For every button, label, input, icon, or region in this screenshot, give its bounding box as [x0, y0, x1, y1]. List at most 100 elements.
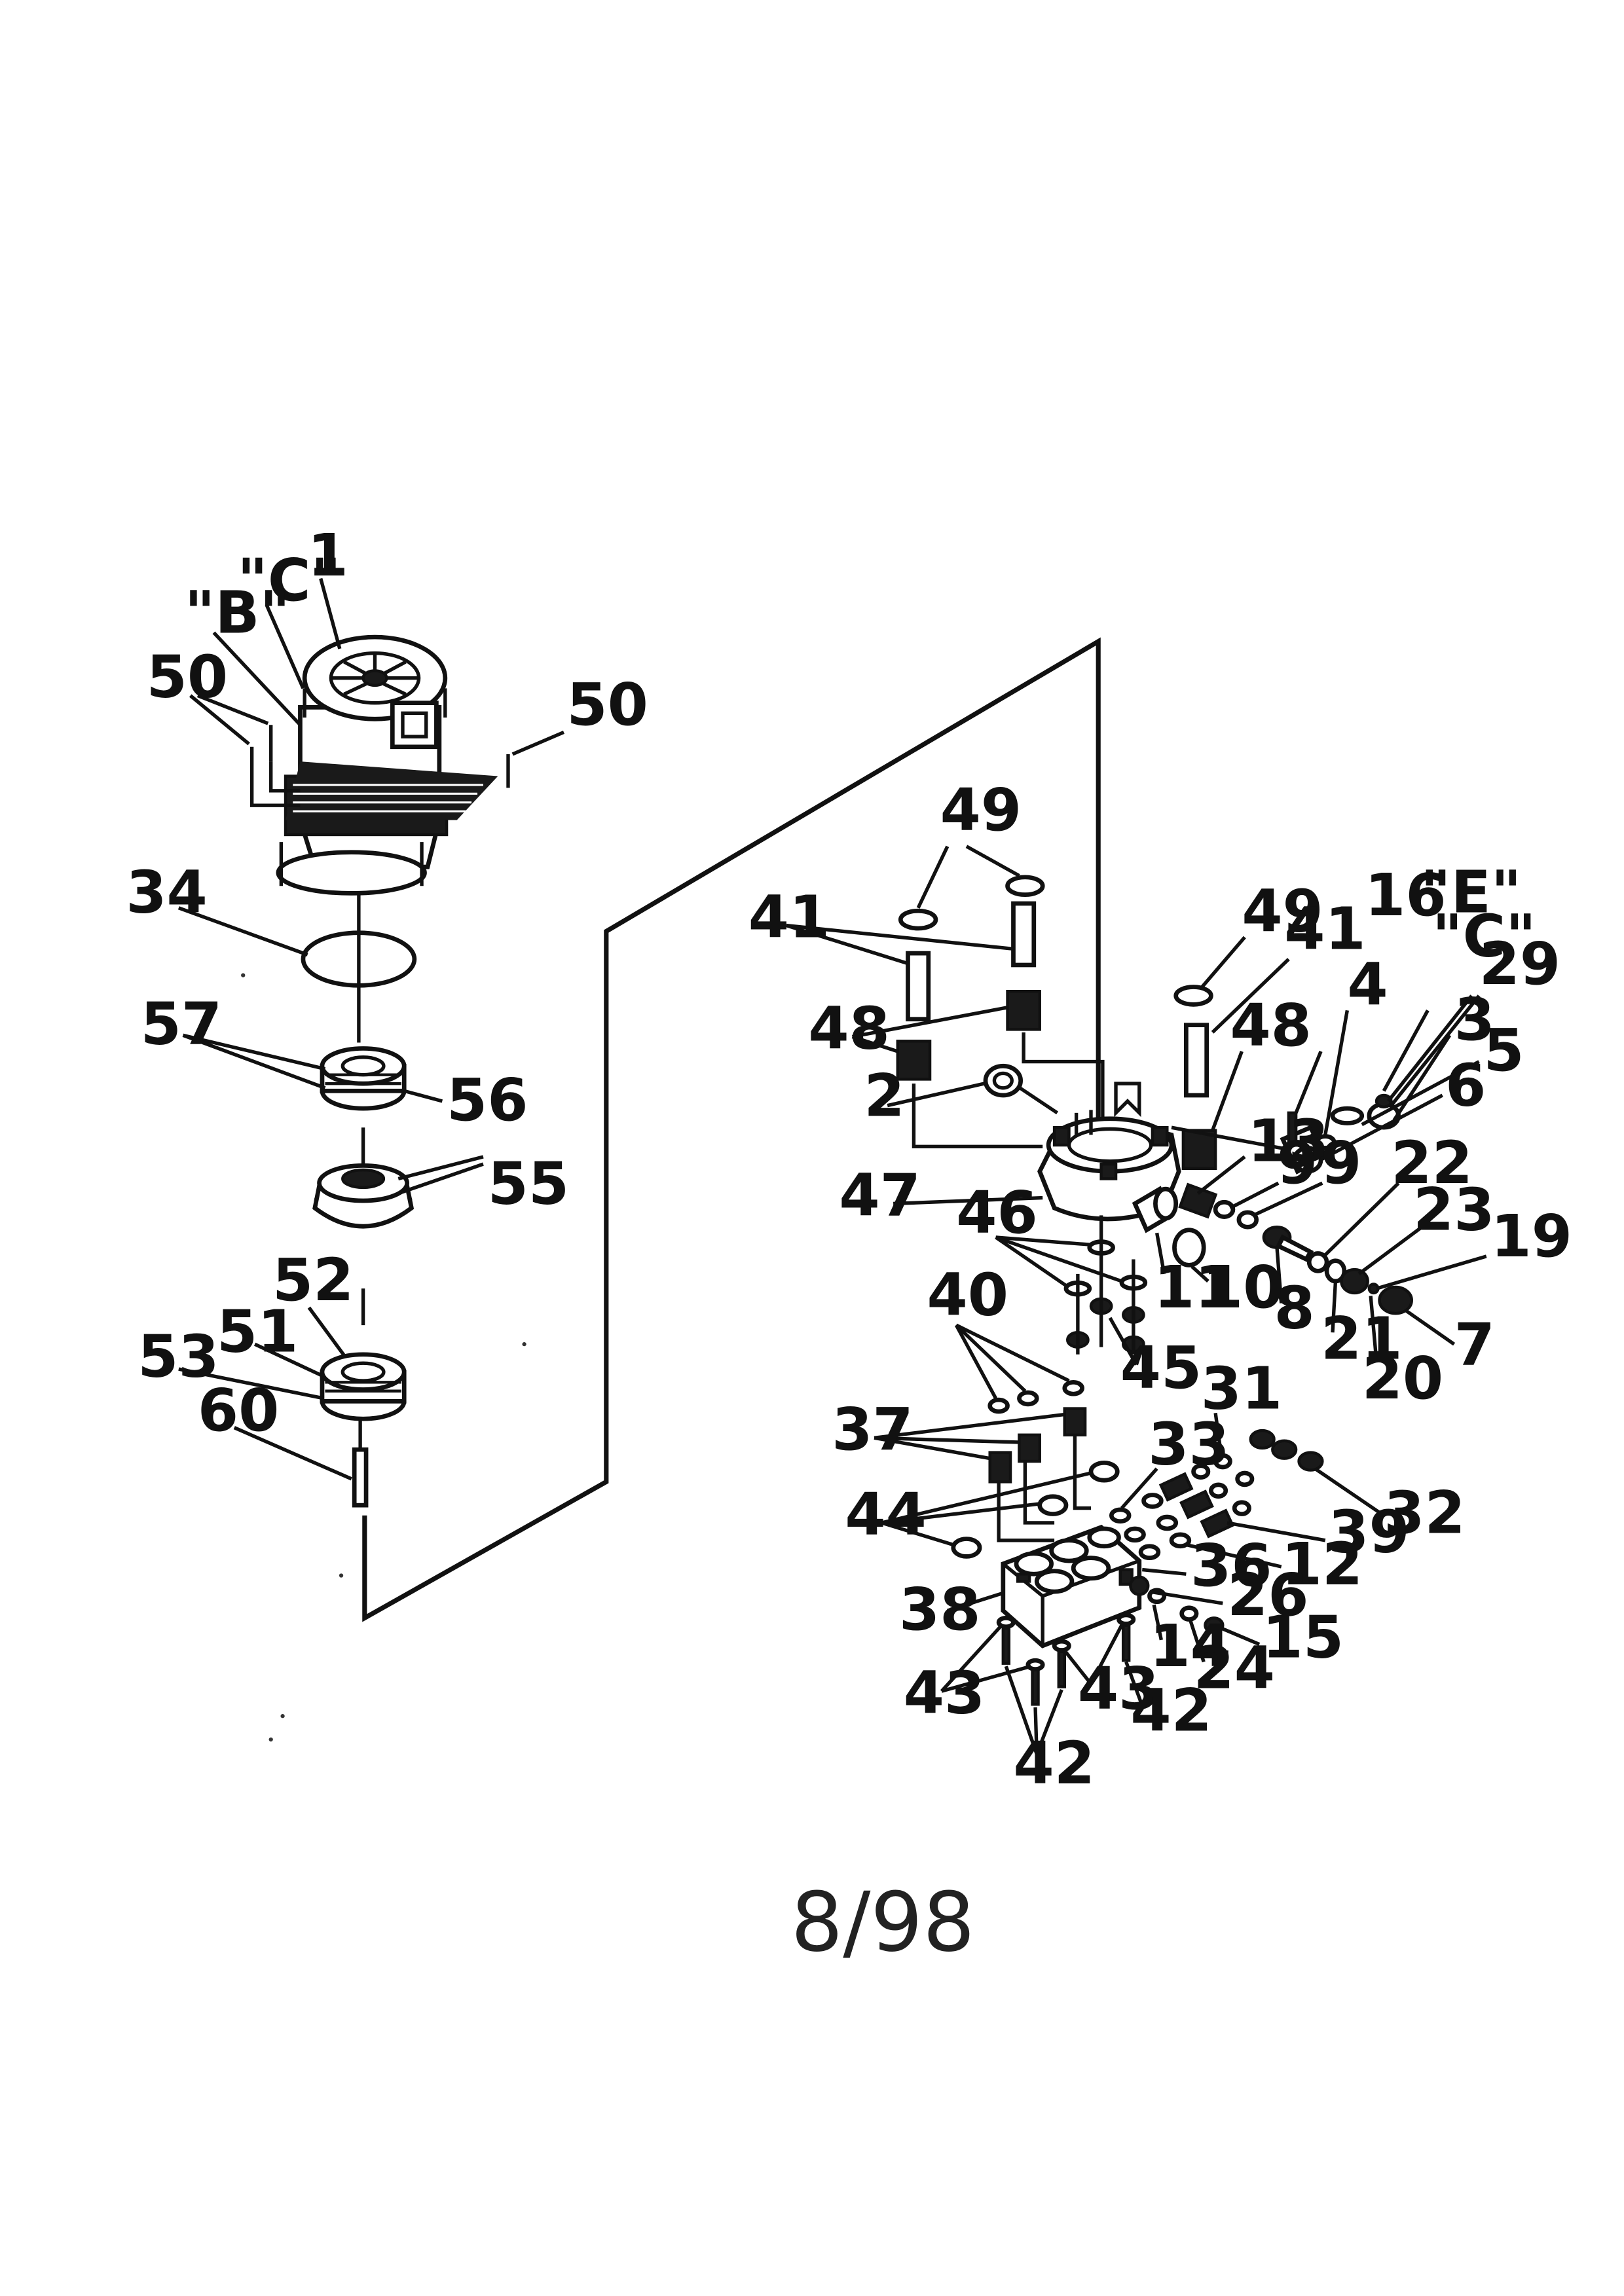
callout-42-right: 42 [1130, 1677, 1211, 1745]
callout-50-right: 50 [566, 671, 648, 739]
callout-48-left: 48 [808, 994, 889, 1063]
callout-7: 7 [1454, 1311, 1495, 1379]
callout-6: 6 [1445, 1052, 1486, 1120]
callout-16: 16 [1365, 862, 1446, 930]
callout-b: "B" [185, 579, 290, 647]
callout-23: 23 [1413, 1176, 1494, 1245]
callout-11: 11 [1154, 1254, 1235, 1322]
ring-44-b [1037, 1494, 1069, 1516]
callout-19: 19 [1491, 1203, 1572, 1271]
ring-44-a [951, 1537, 982, 1559]
ring-40-a [987, 1397, 1010, 1414]
callout-41-left: 41 [748, 883, 830, 951]
assembly-connector-line [362, 637, 1101, 1622]
callout-31: 31 [1201, 1355, 1282, 1423]
piston-41-a [906, 951, 931, 1022]
callout-57: 57 [141, 991, 222, 1059]
callout-47: 47 [839, 1161, 920, 1230]
plug-26 [1129, 1575, 1150, 1596]
plug-11 [1132, 1186, 1179, 1233]
callout-43-left: 43 [904, 1660, 985, 1728]
callout-46: 46 [956, 1179, 1037, 1247]
seal-51 [320, 1352, 407, 1421]
spring-48-b [1006, 989, 1041, 1031]
valve-plate-38 [1001, 1524, 1142, 1649]
pin-60 [352, 1447, 369, 1508]
callout-4: 4 [1347, 951, 1388, 1019]
ring-44-c [1088, 1460, 1120, 1483]
ring-40-c [1062, 1379, 1084, 1396]
spring-37-c [1063, 1407, 1087, 1437]
spring-48-c [1181, 1129, 1217, 1171]
seal-56 [320, 1046, 407, 1111]
motor-assembly [249, 634, 510, 896]
callout-22: 22 [1391, 1129, 1472, 1197]
callout-20: 20 [1362, 1345, 1443, 1413]
callout-34: 34 [126, 858, 207, 926]
washer-22 [1306, 1251, 1329, 1273]
seal-23 [1340, 1267, 1369, 1295]
callout-40: 40 [927, 1261, 1008, 1329]
check-valve-rows [1109, 1429, 1324, 1561]
callout-38: 38 [899, 1576, 980, 1644]
callout-5: 5 [1483, 1017, 1524, 1085]
callout-50-left: 50 [147, 644, 228, 712]
callout-44: 44 [845, 1481, 926, 1549]
callout-48-right: 48 [1230, 992, 1311, 1060]
washer-49-c [1173, 985, 1213, 1007]
callout-c-right: "C" [1432, 903, 1536, 971]
callout-36: 36 [1190, 1532, 1272, 1600]
page-number: 8/98 [791, 1874, 975, 1970]
o-ring-9-a [1213, 1199, 1236, 1219]
motor-fan-icon [329, 651, 421, 705]
callout-32: 32 [1384, 1480, 1465, 1548]
callout-53: 53 [138, 1322, 219, 1391]
callout-12: 12 [1282, 1531, 1363, 1599]
callout-2: 2 [864, 1062, 904, 1130]
callout-24: 24 [1194, 1635, 1275, 1703]
motor-cooling-fins [284, 761, 498, 837]
washer-49-b [1005, 875, 1045, 897]
callout-33: 33 [1148, 1411, 1229, 1479]
spring-48-a [896, 1040, 932, 1081]
callout-49-top: 49 [940, 776, 1022, 845]
o-ring-9-b [1236, 1210, 1259, 1230]
cap-7 [1378, 1285, 1413, 1315]
callout-8: 8 [1274, 1275, 1315, 1343]
callout-9-a: 9 [1277, 1129, 1318, 1197]
callout-52: 52 [272, 1247, 354, 1315]
bolts-42 [996, 1613, 1136, 1706]
spring-37-a [988, 1451, 1012, 1484]
callout-43-right: 43 [1078, 1655, 1159, 1723]
plug-10 [1172, 1228, 1206, 1267]
callout-55: 55 [488, 1150, 569, 1218]
callout-41-right: 41 [1284, 895, 1365, 963]
callout-10: 10 [1202, 1254, 1283, 1322]
callout-c-top: "C" [237, 547, 341, 615]
callout-e: "E" [1420, 858, 1521, 926]
callout-45: 45 [1120, 1334, 1202, 1402]
piston-41-b [1011, 901, 1037, 968]
seal-2 [983, 1063, 1024, 1098]
callout-37: 37 [832, 1396, 913, 1464]
o-ring-34 [301, 930, 417, 988]
spring-37-b [1018, 1433, 1041, 1463]
callout-14: 14 [1149, 1613, 1230, 1681]
callout-9-b: 9 [1321, 1129, 1361, 1197]
callout-13: 13 [1247, 1108, 1329, 1176]
callout-39: 39 [1328, 1499, 1409, 1567]
callout-21: 21 [1321, 1305, 1402, 1374]
callout-3: 3 [1454, 986, 1495, 1054]
piston-41-c [1184, 1023, 1209, 1098]
ring-40-b [1017, 1390, 1039, 1407]
plug-15 [1204, 1616, 1225, 1634]
pump-adapter-55 [312, 1163, 415, 1229]
washer-49-a [898, 908, 938, 931]
ring-24 [1179, 1605, 1199, 1622]
callout-26: 26 [1227, 1561, 1308, 1630]
callout-56: 56 [447, 1066, 528, 1135]
spring-13 [1178, 1182, 1218, 1219]
callout-15: 15 [1263, 1604, 1344, 1672]
callout-1: 1 [308, 522, 348, 590]
